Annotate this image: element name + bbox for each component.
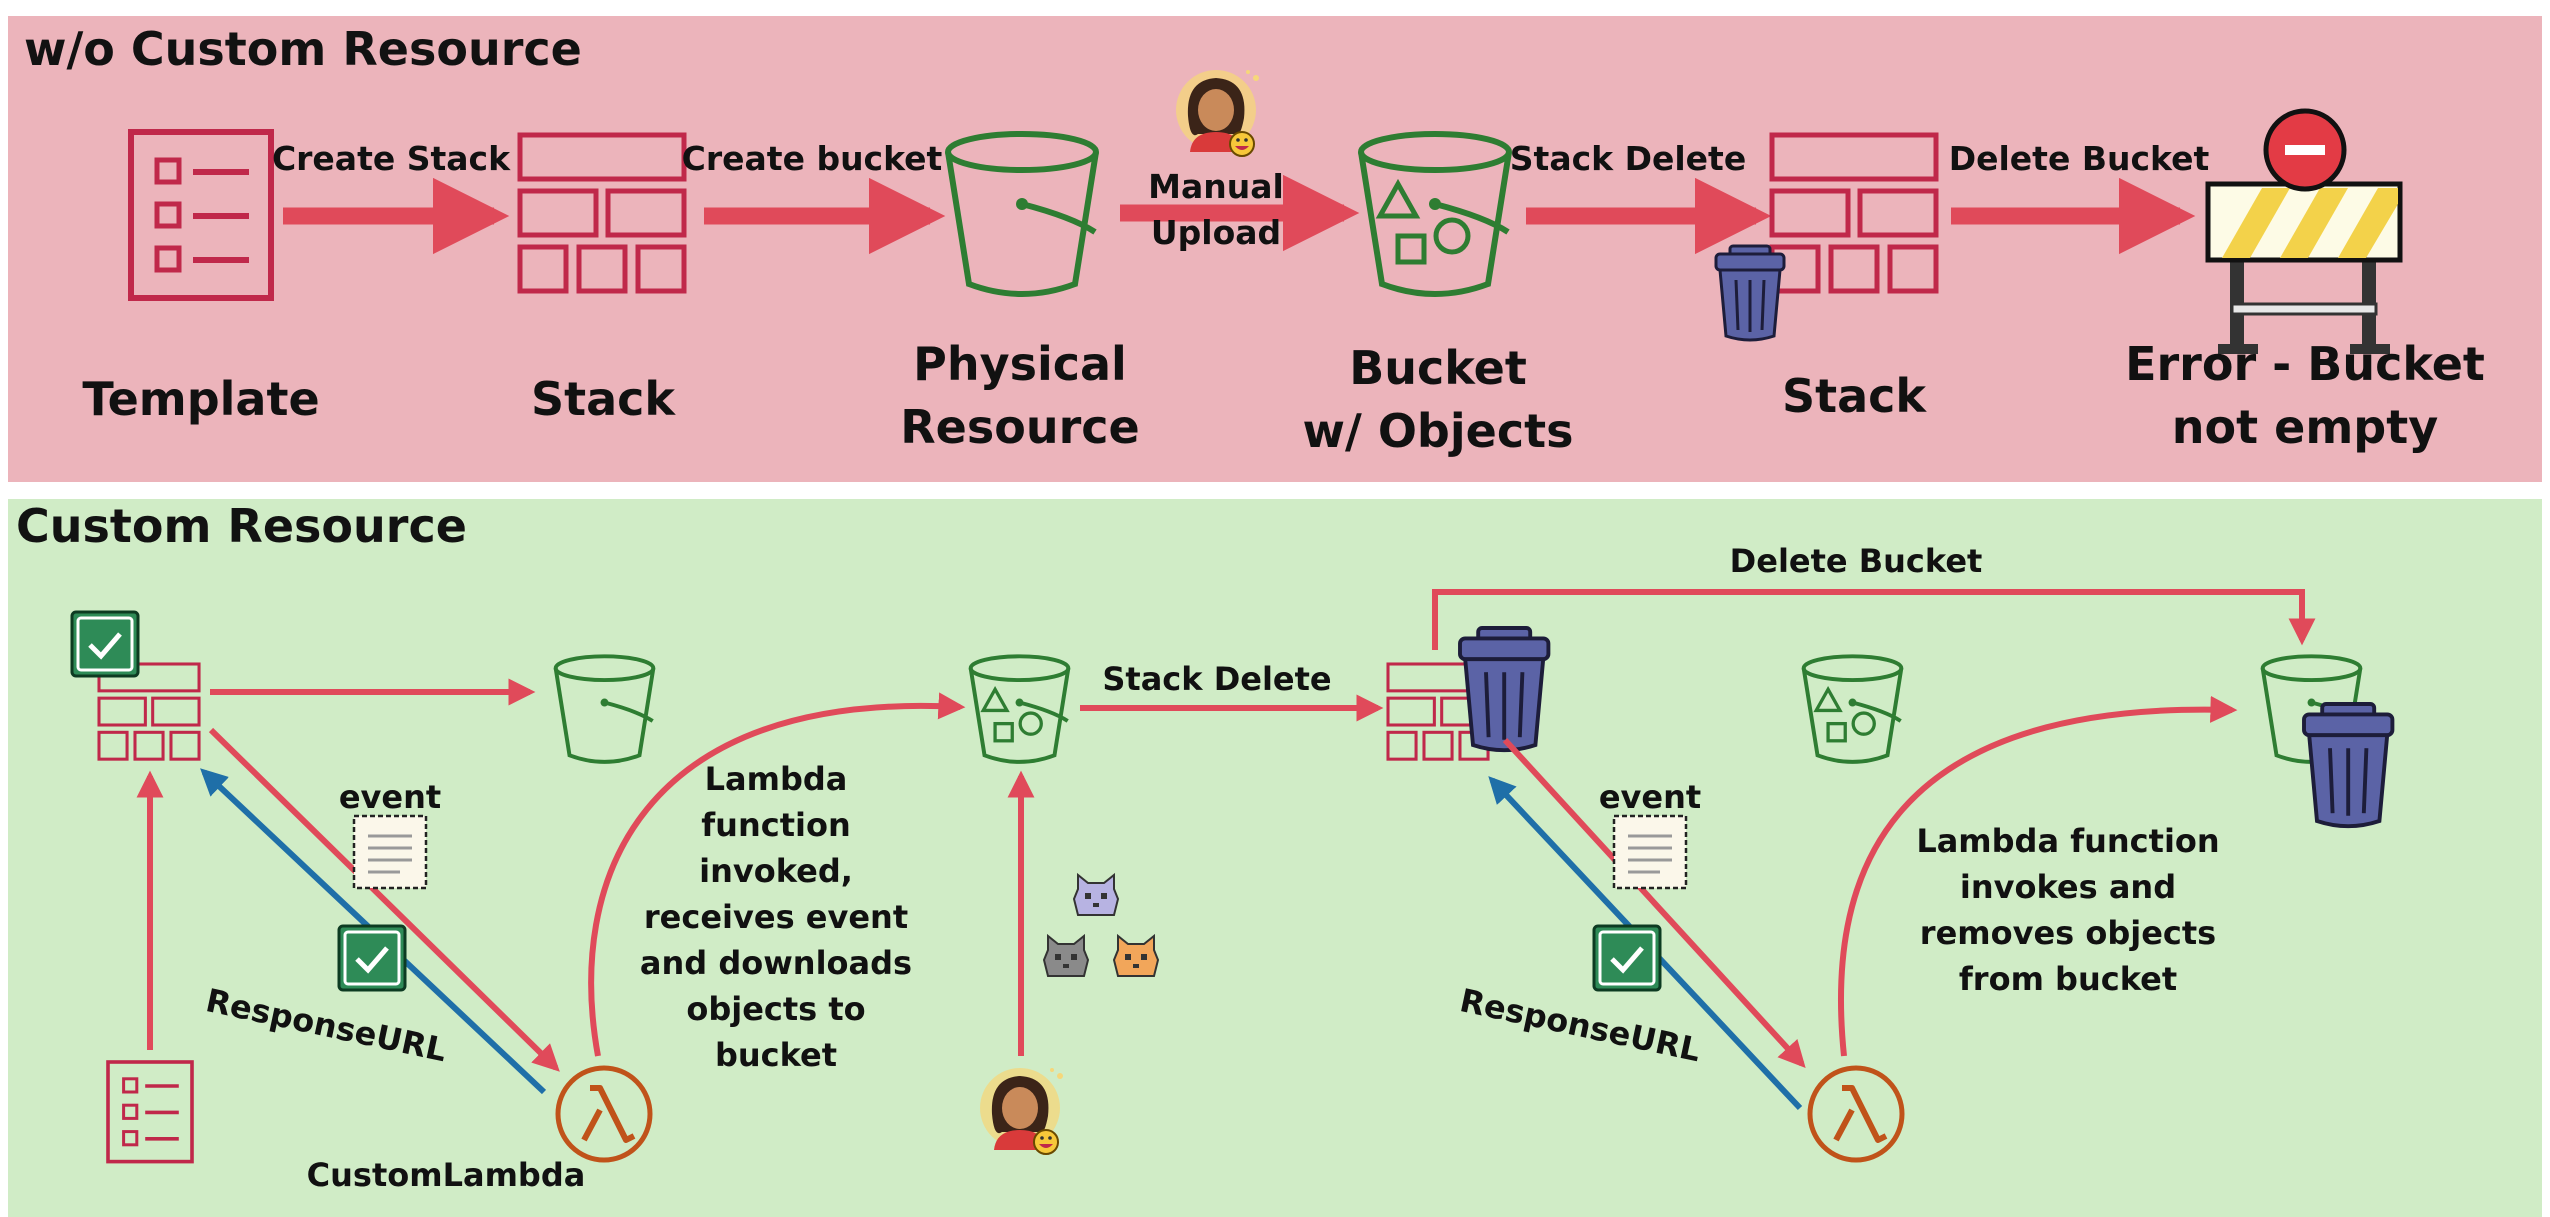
cat-icon-1: [1073, 874, 1119, 916]
label-event-right: event: [1599, 778, 1701, 816]
svg-text:from bucket: from bucket: [1959, 960, 2177, 998]
node-label-physical-2: Resource: [900, 400, 1140, 454]
panel-title-without: w/o Custom Resource: [24, 22, 582, 76]
trash-icon-bottom-right: [2302, 702, 2395, 829]
edge-lambda-to-bucket: [588, 692, 966, 1057]
edge-delete-bucket-bottom: [1432, 589, 2316, 650]
bucket-icon: [948, 134, 1096, 294]
node-label-template: Template: [82, 372, 319, 426]
no-entry-icon: [2263, 108, 2347, 192]
node-label-bucket-objects-1: Bucket: [1349, 341, 1527, 395]
stack-icon-2: [1772, 135, 1936, 291]
node-label-stack-2: Stack: [1782, 369, 1927, 423]
node-label-physical-1: Physical: [913, 337, 1127, 391]
cat-icon-3: [1113, 935, 1159, 977]
edge-label-delete-bucket-top: Delete Bucket: [1949, 139, 2210, 178]
check-icon-response: [339, 926, 405, 990]
edge-stack-to-lambda-right: [1502, 737, 1806, 1068]
label-custom-lambda: CustomLambda: [307, 1156, 586, 1194]
edge-lambda-to-bucket-right: [1837, 695, 2238, 1057]
svg-text:objects to: objects to: [686, 990, 865, 1028]
lambda-icon-right: [1810, 1068, 1902, 1160]
label-response-url-left: ResponseURL: [203, 981, 450, 1069]
edge-label-create-bucket: Create bucket: [682, 139, 943, 178]
label-response-url-right: ResponseURL: [1457, 981, 1704, 1069]
document-icon-right: [1612, 814, 1688, 890]
node-label-error-2: not empty: [2172, 400, 2438, 454]
node-label-error-1: Error - Bucket: [2125, 337, 2485, 391]
label-lambda-removes: Lambda function invokes and removes obje…: [1916, 822, 2219, 998]
check-icon: [72, 612, 138, 676]
svg-text:invokes and: invokes and: [1960, 868, 2176, 906]
svg-text:and downloads: and downloads: [640, 944, 912, 982]
panel-custom-resource: Custom Resource: [8, 499, 2542, 1217]
node-label-stack: Stack: [531, 372, 676, 426]
panel-title-custom: Custom Resource: [16, 499, 467, 553]
trash-icon-bottom-1: [1458, 626, 1551, 753]
document-icon: [352, 814, 428, 890]
svg-text:Lambda: Lambda: [705, 760, 848, 798]
stack-icon: [520, 135, 684, 291]
label-stack-delete-bottom: Stack Delete: [1102, 660, 1331, 698]
bucket-with-objects-icon: [1361, 134, 1509, 294]
cat-icon-2: [1043, 935, 1089, 977]
check-icon-response-right: [1594, 926, 1660, 990]
lambda-icon: [558, 1068, 650, 1160]
node-label-bucket-objects-2: w/ Objects: [1303, 404, 1574, 458]
bucket-with-objects-icon-faded: [1801, 654, 1904, 764]
label-delete-bucket-bottom: Delete Bucket: [1730, 542, 1983, 580]
edge-label-manual-2: Upload: [1151, 213, 1281, 252]
svg-text:receives event: receives event: [644, 898, 908, 936]
person-icon: [1175, 69, 1260, 157]
svg-text:removes objects: removes objects: [1920, 914, 2216, 952]
svg-text:function: function: [701, 806, 850, 844]
bucket-with-objects-icon-bottom: [968, 654, 1071, 764]
label-event-left: event: [339, 778, 441, 816]
barrier-icon: [2205, 181, 2403, 354]
trash-icon: [1714, 244, 1786, 342]
template-icon-bottom: [106, 1060, 194, 1164]
edge-stack-to-lambda: [208, 727, 560, 1072]
stack-icon-bottom-left: [97, 662, 201, 761]
template-icon: [131, 132, 271, 298]
svg-text:Lambda function: Lambda function: [1916, 822, 2219, 860]
bucket-icon-bottom-1: [553, 654, 656, 764]
edge-label-create-stack: Create Stack: [272, 139, 511, 178]
svg-text:invoked,: invoked,: [699, 852, 853, 890]
edge-label-stack-delete-top: Stack Delete: [1510, 139, 1746, 178]
edge-label-manual-1: Manual: [1148, 167, 1284, 206]
person-icon-bottom: [979, 1067, 1064, 1155]
svg-text:bucket: bucket: [715, 1036, 837, 1074]
label-lambda-invoked: Lambda function invoked, receives event …: [640, 760, 912, 1074]
